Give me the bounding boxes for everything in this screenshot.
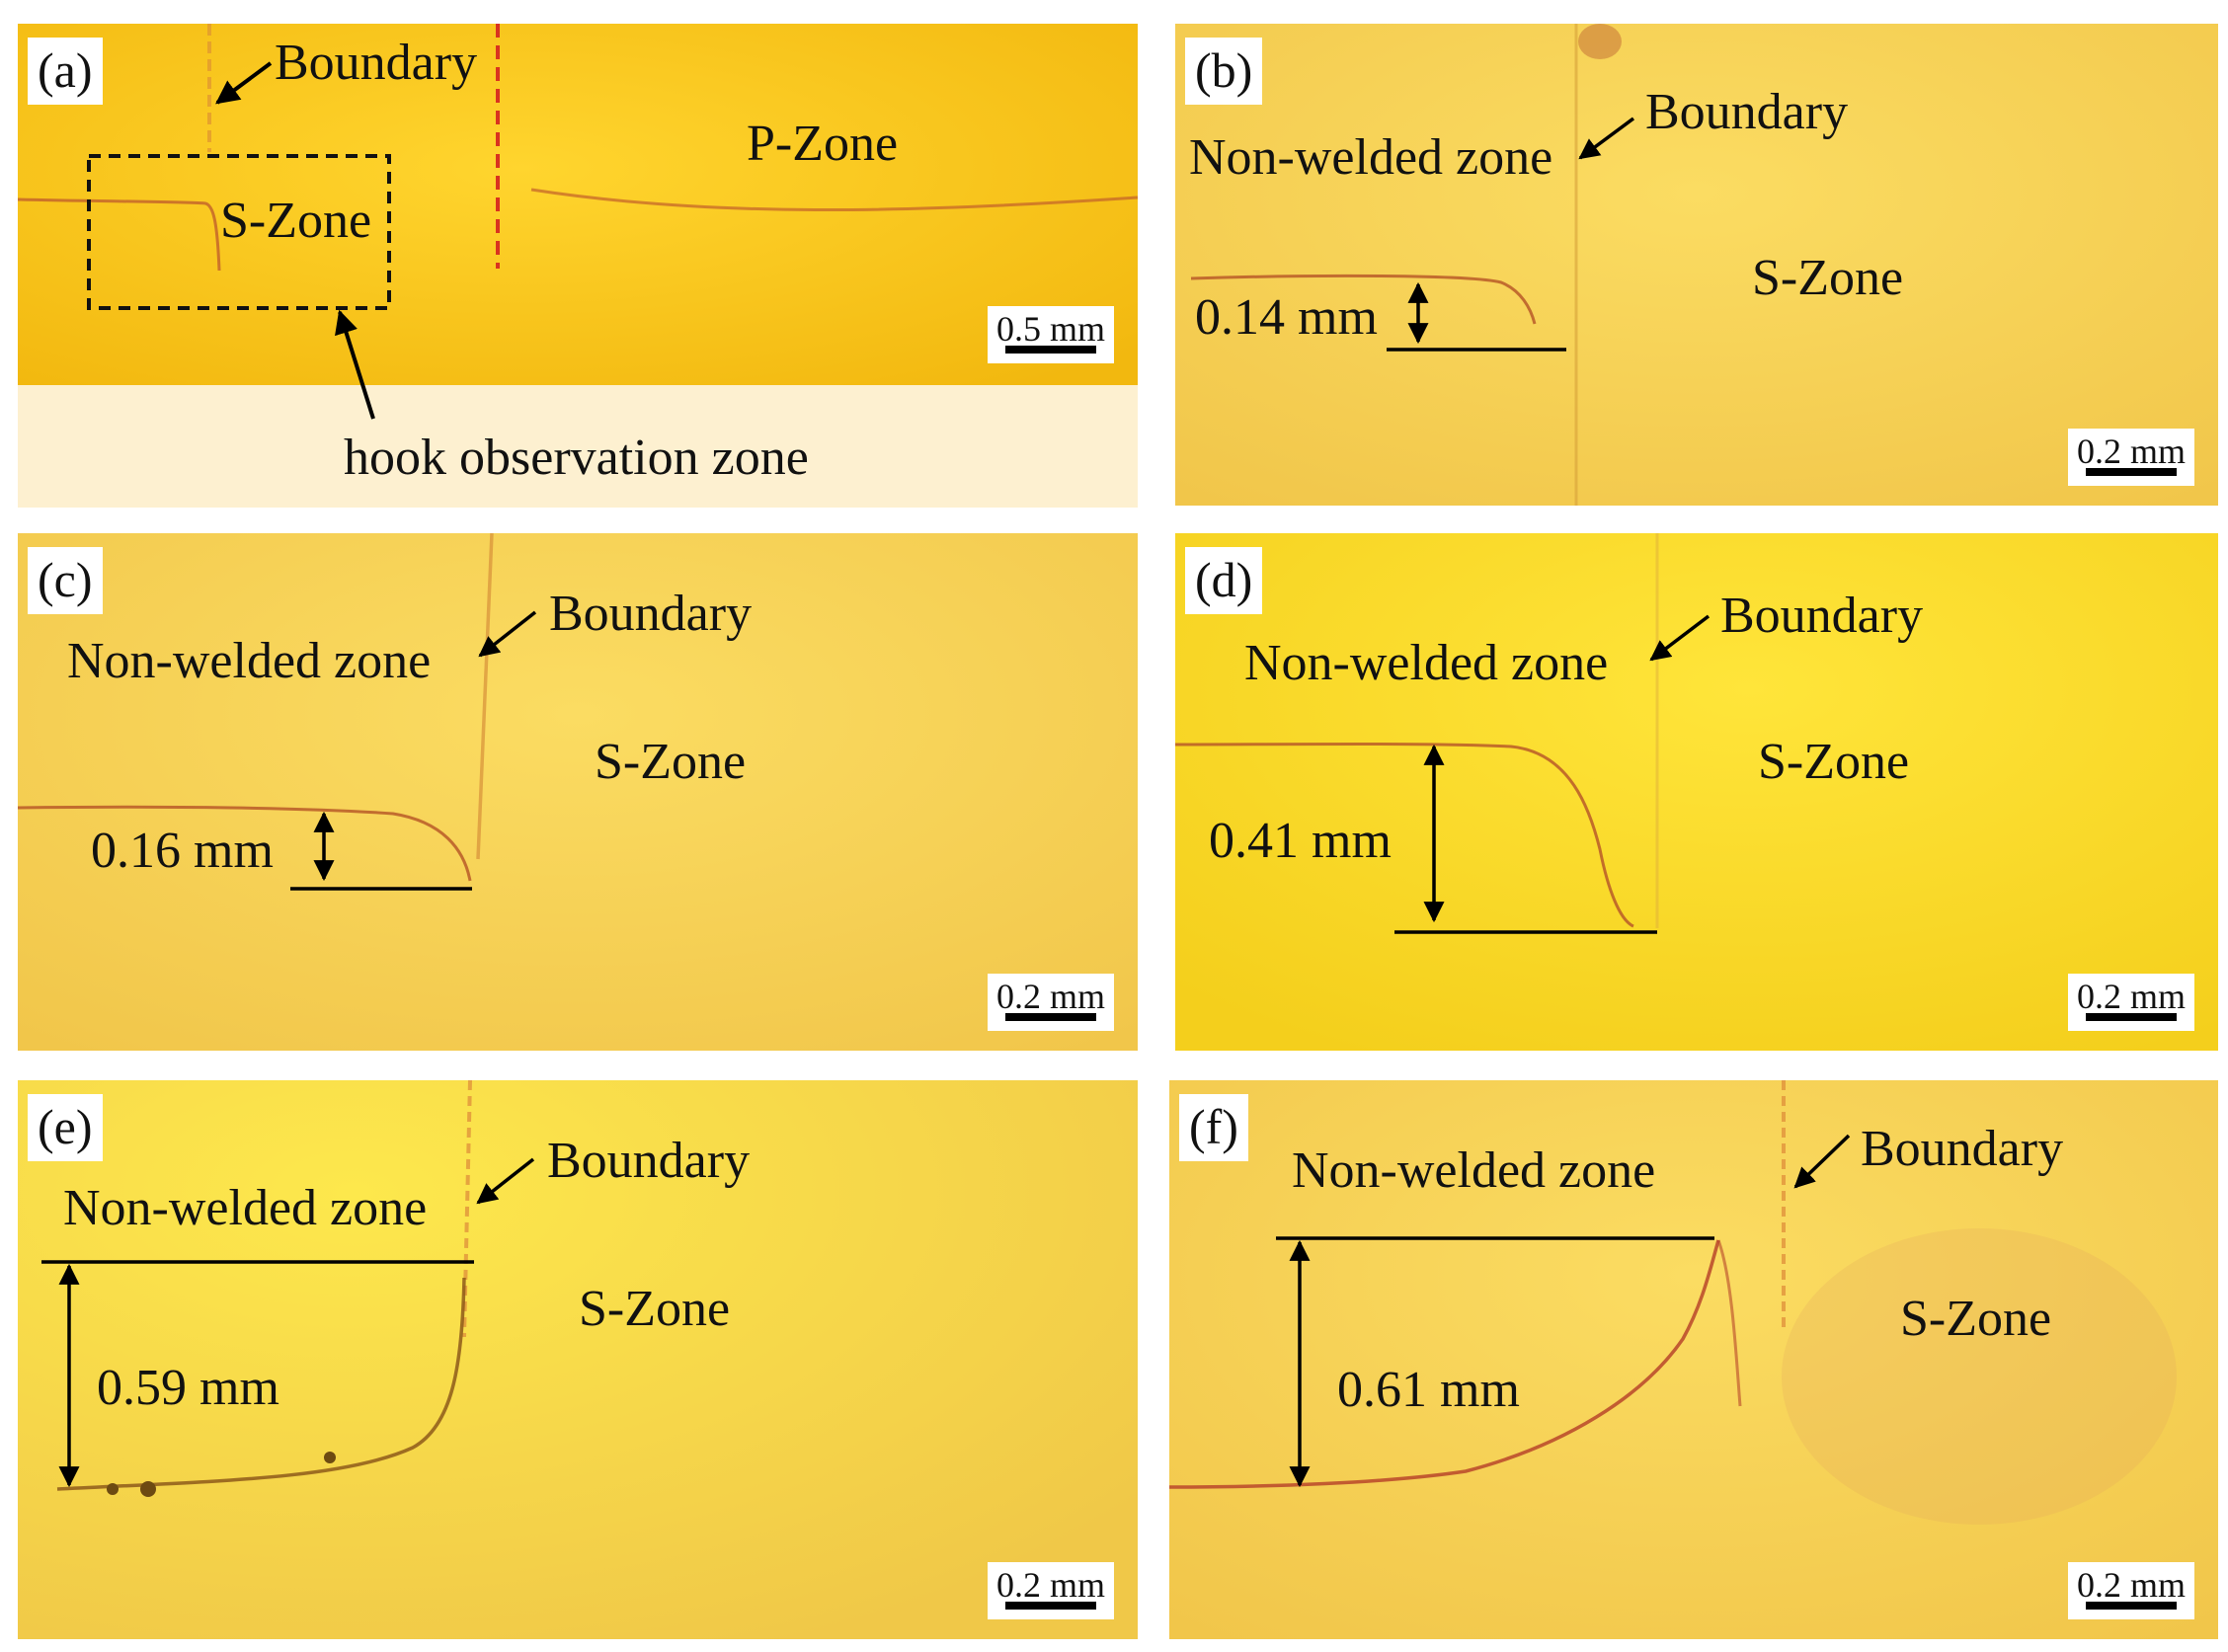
boundary-arrow	[1793, 1134, 1851, 1189]
s-zone-label: S-Zone	[1900, 1291, 2052, 1347]
scale-text: 0.2 mm	[995, 1565, 1105, 1605]
micrograph-c	[18, 533, 1138, 1051]
hook-line	[56, 1277, 466, 1491]
annotations-c	[18, 533, 537, 891]
non-welded-label: Non-welded zone	[1244, 635, 1609, 691]
dark-spot	[1578, 24, 1622, 59]
scale-text: 0.2 mm	[2076, 977, 2186, 1016]
pore	[107, 1483, 119, 1495]
s-zone-label: S-Zone	[595, 734, 747, 790]
panel-label: (c)	[28, 547, 103, 614]
pore	[324, 1452, 336, 1463]
s-zone-label: S-Zone	[220, 193, 372, 249]
boundary-label: Boundary	[275, 35, 478, 91]
interface-line	[530, 188, 1138, 212]
non-welded-label: Non-welded zone	[1189, 129, 1553, 186]
annotations-e	[41, 1080, 535, 1497]
s-zone-label: S-Zone	[1752, 250, 1904, 306]
panel-label: (e)	[28, 1094, 103, 1161]
scale-line	[1005, 1013, 1096, 1021]
panel-b: (b) Boundary Non-welded zone S-Zone 0.14…	[1175, 24, 2218, 506]
annotations-f	[1169, 1080, 1851, 1489]
annotations-b	[1190, 24, 1635, 506]
hook-line	[1190, 274, 1537, 325]
measure-label: 0.59 mm	[97, 1360, 279, 1416]
boundary-label: Boundary	[1861, 1121, 2064, 1177]
s-zone-label: S-Zone	[1758, 734, 1910, 790]
boundary-label: Boundary	[547, 1133, 751, 1189]
panel-label: (d)	[1185, 547, 1263, 614]
panel-e: (e) Boundary Non-welded zone S-Zone 0.59…	[18, 1080, 1138, 1639]
measure-label: 0.14 mm	[1195, 289, 1378, 346]
scale-text: 0.2 mm	[2076, 432, 2186, 471]
boundary-label: Boundary	[549, 586, 753, 642]
measure-label: 0.61 mm	[1337, 1362, 1520, 1418]
measure-label: 0.16 mm	[91, 823, 274, 879]
hook-line	[1175, 743, 1634, 928]
micrograph-e	[18, 1080, 1138, 1639]
boundary-label: Boundary	[1720, 588, 1924, 644]
panel-label: (f)	[1179, 1094, 1248, 1161]
hook-line	[18, 805, 472, 882]
micrograph-d	[1175, 533, 2218, 1051]
s-zone-label: S-Zone	[579, 1281, 731, 1337]
boundary-arrow	[478, 610, 537, 658]
hook-line	[18, 197, 221, 272]
panel-label: (b)	[1185, 38, 1263, 105]
scale-bar: 0.2 mm	[2068, 429, 2194, 486]
scale-bar: 0.2 mm	[2068, 974, 2194, 1031]
panel-d: (d) Boundary Non-welded zone S-Zone 0.41…	[1175, 533, 2218, 1051]
scale-line	[2086, 1602, 2177, 1610]
scale-line	[1005, 1602, 1096, 1610]
boundary-arrow	[476, 1157, 535, 1205]
annotations-a	[18, 24, 1138, 420]
hook-zone-arrow	[335, 309, 375, 420]
scale-bar: 0.2 mm	[988, 1562, 1114, 1619]
scale-text: 0.5 mm	[995, 309, 1105, 349]
annotations-d	[1175, 533, 1711, 934]
pore	[140, 1481, 156, 1497]
scale-text: 0.2 mm	[2076, 1565, 2186, 1605]
hook-zone-label: hook observation zone	[344, 430, 809, 486]
scale-bar: 0.2 mm	[988, 974, 1114, 1031]
panel-label: (a)	[28, 38, 103, 105]
boundary-line	[476, 533, 494, 860]
non-welded-label: Non-welded zone	[63, 1180, 428, 1236]
non-welded-label: Non-welded zone	[67, 633, 432, 689]
boundary-label: Boundary	[1645, 84, 1849, 140]
non-welded-label: Non-welded zone	[1292, 1142, 1656, 1199]
panel-f: (f) Boundary Non-welded zone S-Zone 0.61…	[1169, 1080, 2218, 1639]
panel-a: (a) Boundary S-Zone P-Zone hook observat…	[18, 24, 1138, 508]
micrograph-f	[1169, 1080, 2218, 1639]
scale-bar: 0.2 mm	[2068, 1562, 2194, 1619]
scale-line	[2086, 1013, 2177, 1021]
hook-observation-box	[87, 154, 391, 310]
scale-bar: 0.5 mm	[988, 306, 1114, 363]
boundary-arrow	[1649, 614, 1711, 662]
scale-text: 0.2 mm	[995, 977, 1105, 1016]
scale-line	[1005, 346, 1096, 354]
p-zone-label: P-Zone	[747, 116, 899, 172]
boundary-arrow	[215, 61, 273, 105]
boundary-arrow	[1578, 117, 1635, 160]
measure-label: 0.41 mm	[1209, 813, 1392, 869]
panel-c: (c) Boundary Non-welded zone S-Zone 0.16…	[18, 533, 1138, 1051]
scale-line	[2086, 468, 2177, 476]
hook-line-side	[1716, 1239, 1742, 1407]
micrograph-b	[1175, 24, 2218, 506]
